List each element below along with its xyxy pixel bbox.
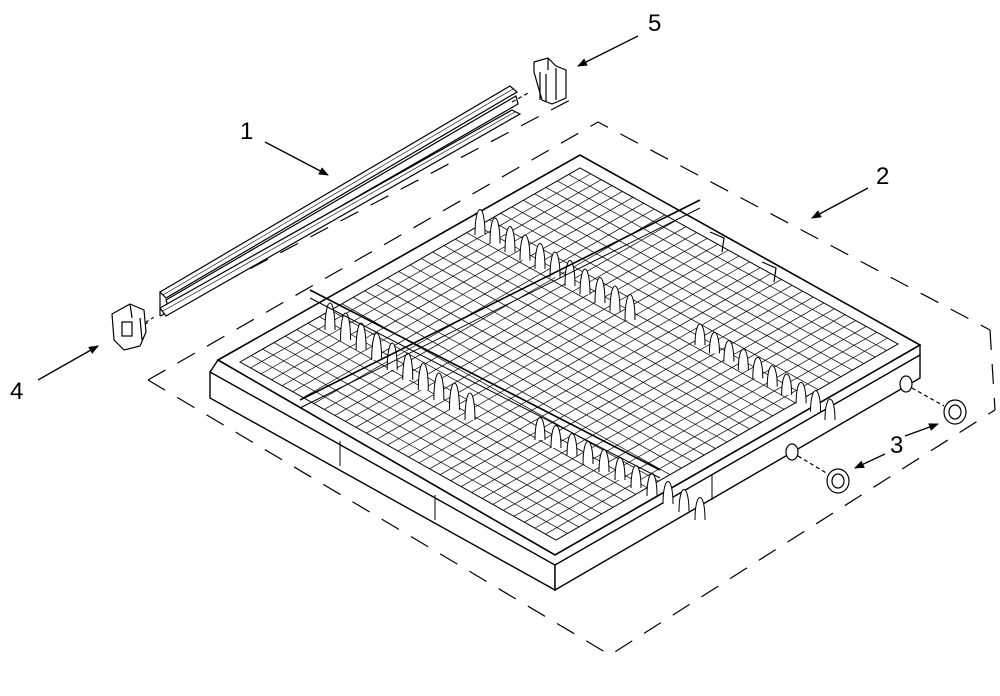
rack-wire [492, 308, 835, 505]
rack-tine [810, 390, 822, 412]
rack-wire [366, 238, 708, 434]
rack-tine [550, 425, 562, 449]
rack-wire [281, 191, 623, 387]
rack-wire [471, 296, 814, 493]
rack-rail [159, 85, 522, 317]
rack-tine [566, 433, 578, 457]
rack-wire [450, 285, 793, 481]
rack-tine [737, 348, 749, 371]
rack-tine [678, 489, 690, 513]
rack-tine [609, 285, 621, 312]
rack-wire [387, 249, 729, 446]
rack-tine [694, 323, 706, 346]
rack-wire [260, 179, 602, 375]
rack-tine [582, 441, 594, 465]
leader-arrow-2 [811, 187, 869, 219]
rack-wire [482, 302, 824, 499]
rack-tine [781, 373, 793, 396]
rack-tine [598, 449, 610, 473]
rack-tine [662, 481, 674, 505]
rack-tine [448, 382, 460, 411]
rack-wire [376, 243, 718, 440]
callout-label-4: 4 [10, 378, 24, 405]
rack-wire [408, 261, 750, 458]
rack-tine [433, 372, 445, 401]
rack-tine [417, 362, 429, 391]
rack-tine [752, 357, 764, 379]
rail-end-cap-rear [511, 57, 567, 105]
leader-arrow-4 [37, 345, 99, 381]
rack-wire-grid [250, 173, 888, 535]
rack-wire [429, 273, 771, 470]
rack-wire [271, 185, 612, 381]
rack-wire [334, 220, 676, 416]
rack-wire [545, 337, 888, 535]
rack-wire [418, 267, 761, 464]
rack-divider-cross [309, 289, 661, 471]
rack-tine [579, 268, 591, 295]
callout-label-3: 3 [890, 432, 904, 459]
rack-tine [534, 417, 546, 441]
callout-label-1: 1 [240, 118, 254, 145]
rack-wheel-right [899, 375, 967, 425]
rack-tine [504, 226, 516, 253]
leader-arrow-1 [264, 141, 329, 176]
rack-wire [292, 197, 634, 392]
rack-wire [439, 279, 782, 476]
rack-wire [524, 326, 867, 523]
rack-tine [402, 352, 414, 381]
rack-wire [303, 202, 644, 398]
rack-tine [594, 277, 606, 304]
rack-tine [519, 234, 531, 261]
rack-tine-rows [324, 209, 836, 521]
rack-wire [313, 208, 655, 404]
rack-wheel-left [785, 443, 850, 494]
rack-wire [513, 320, 856, 517]
rack-wire [355, 232, 697, 428]
rack-divider-long [299, 199, 701, 401]
rack-wire [250, 173, 591, 369]
rack-assembly [209, 154, 922, 592]
rack-tine [534, 243, 546, 270]
rack-tine [766, 365, 778, 387]
rack-tine [340, 312, 352, 341]
callout-label-5: 5 [648, 10, 662, 37]
rack-tine [355, 322, 367, 351]
rack-tine [464, 392, 476, 421]
rack-wire [397, 255, 740, 452]
leader-arrow-3a [904, 423, 939, 437]
rack-tine [371, 332, 383, 361]
leader-arrows [37, 35, 939, 469]
rack-wire [461, 290, 803, 487]
rack-tine [795, 382, 807, 404]
rack-tine [694, 497, 706, 521]
callout-label-2: 2 [876, 163, 890, 190]
rack-tine [708, 332, 720, 354]
rack-tine [624, 294, 636, 321]
rack-tine [824, 398, 836, 421]
leader-arrow-3b [854, 453, 886, 469]
rack-wire [534, 331, 877, 529]
rack-tine [723, 340, 735, 362]
rack-wire [345, 226, 687, 422]
rack-tine [489, 217, 501, 244]
rack-wire [503, 314, 846, 511]
rail-end-cap-front [111, 303, 157, 351]
rack-wire [324, 214, 665, 410]
leader-arrow-5 [577, 35, 639, 67]
rack-tine [474, 209, 486, 236]
